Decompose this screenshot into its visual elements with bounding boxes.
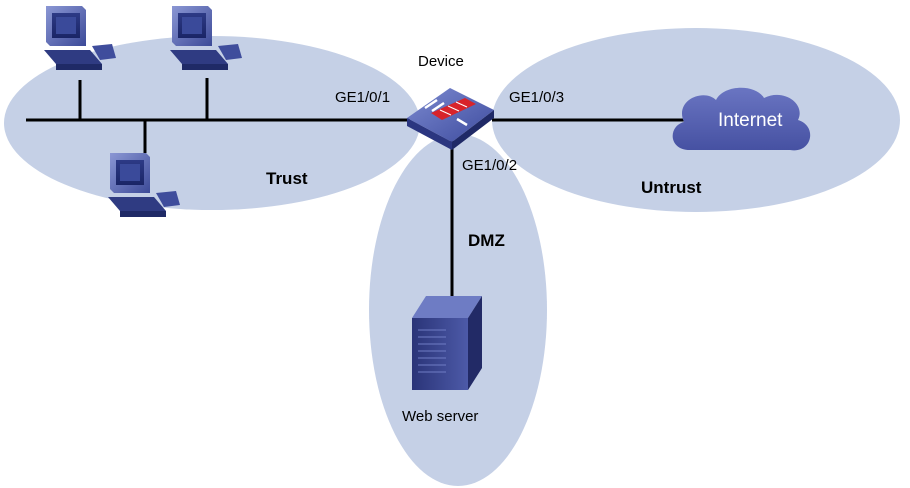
internet-label: Internet — [718, 110, 783, 131]
untrust-port-label: GE1/0/3 — [509, 89, 564, 106]
dmz-zone-label: DMZ — [468, 231, 505, 250]
pc-icon — [170, 6, 242, 70]
untrust-zone-label: Untrust — [641, 178, 702, 197]
firewall-device-icon — [407, 88, 494, 150]
device-label: Device — [418, 53, 464, 70]
web-server-label: Web server — [402, 408, 478, 425]
trust-zone — [4, 36, 420, 210]
pc-icon — [108, 153, 180, 217]
trust-port-label: GE1/0/1 — [335, 89, 390, 106]
web-server-icon — [412, 296, 482, 390]
trust-zone-label: Trust — [266, 169, 308, 188]
trust-network-links — [26, 78, 410, 153]
internet-cloud-icon — [672, 87, 811, 151]
dmz-port-label: GE1/0/2 — [462, 157, 517, 174]
pc-icon — [44, 6, 116, 70]
